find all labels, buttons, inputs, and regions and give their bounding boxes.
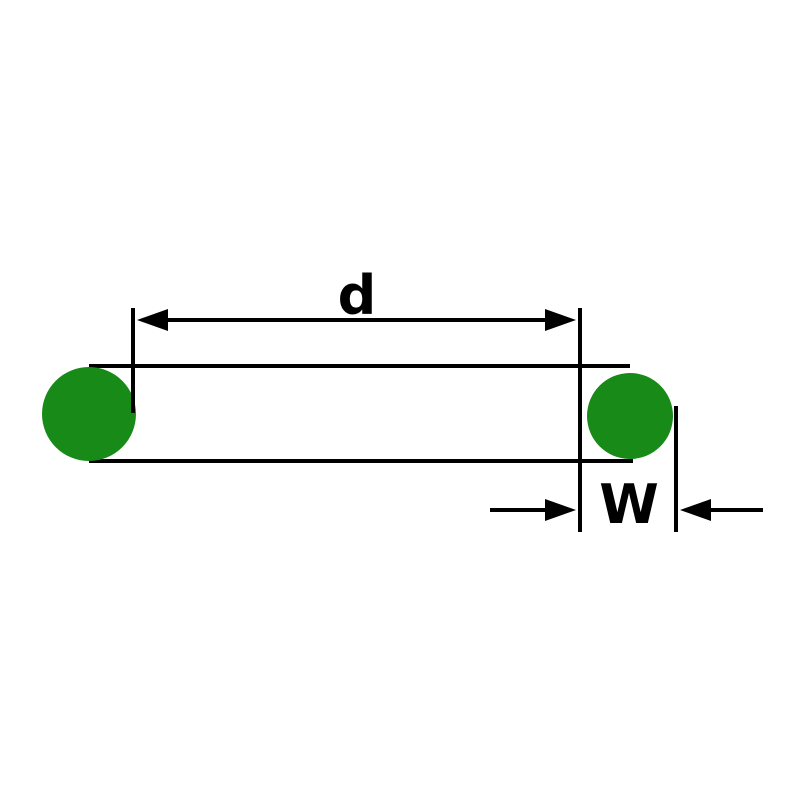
width-dimension: W [490, 473, 763, 536]
left-cross-section-circle [42, 367, 136, 461]
width-right-arrowhead-icon [680, 499, 711, 521]
diameter-left-arrowhead-icon [137, 309, 168, 331]
diameter-right-arrowhead-icon [545, 309, 576, 331]
width-left-arrowhead-icon [545, 499, 576, 521]
right-cross-section-circle [587, 373, 673, 459]
diameter-dimension: d [137, 264, 576, 331]
diameter-label: d [338, 264, 377, 327]
width-label: W [599, 473, 659, 536]
